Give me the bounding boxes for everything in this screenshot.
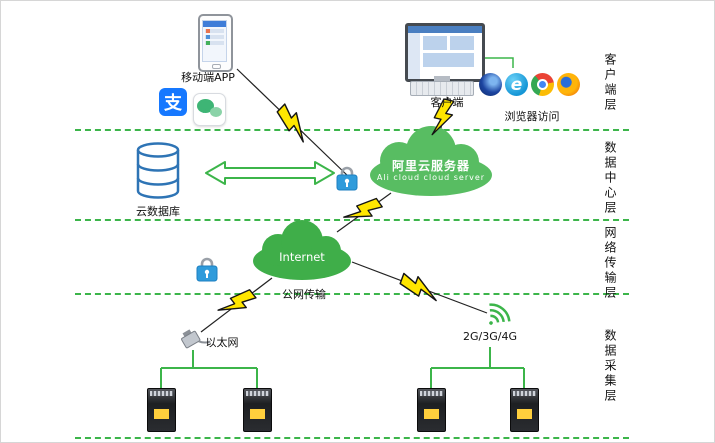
cellular-label: 2G/3G/4G [463,330,517,343]
desktop-monitor-icon [405,23,485,82]
ethernet-plug-icon [181,329,211,349]
monitor-screen-sidebar [408,33,420,79]
layer-label-datacenter: 数据中心层 [603,141,617,216]
keyboard-icon [410,81,474,96]
ali-cloud-title: 阿里云服务器 [391,159,470,173]
layer-divider-1 [75,129,629,131]
ali-cloud-subtitle: Ali cloud cloud server [376,173,486,182]
monitor-screen-panel [423,36,447,50]
internet-explorer-icon: e [505,73,528,96]
wechat-bubble-large [197,99,214,113]
alipay-glyph: 支 [164,93,182,114]
wechat-icon [193,93,226,126]
navy-browser-icon [479,73,502,96]
phone-home-button [211,64,221,69]
wechat-bubble-small [210,107,222,117]
browser-access-label: 浏览器访问 [504,110,560,123]
phone-screen-header [203,21,226,27]
device-dtu-4 [510,388,539,432]
chrome-icon [531,73,554,96]
phone-screen-row [205,29,224,33]
layer-label-client: 客户端层 [603,53,617,113]
lock-icon-cloudserver [335,166,359,192]
database-icon [136,142,180,199]
lock-icon-internet [195,257,219,283]
layer-divider-4 [75,437,629,439]
layer-divider-3 [75,293,629,295]
phone-screen-row [205,35,224,39]
public-network-label: 公网传输 [282,288,326,301]
lightning-bolt-internet-ethernet [216,285,258,323]
wifi-icon [489,303,511,325]
monitor-screen-panel [423,53,474,67]
device-dtu-1 [147,388,176,432]
monitor-stand [434,76,450,82]
phone-screen [202,20,227,62]
mobile-app-label: 移动端APP [181,71,235,84]
lightning-bolt-server-internet [342,193,384,231]
internet-label: Internet [279,250,325,264]
lightning-bolt-internet-cellular [397,271,443,303]
internet-cloud-shape [253,220,351,280]
alipay-icon: 支 [159,88,187,116]
ethernet-label: 以太网 [205,336,239,349]
ie-glyph: e [510,74,523,95]
layer-divider-2 [75,219,629,221]
phone-screen-row [205,41,224,45]
monitor-screen-panel [450,36,474,50]
firefox-icon [557,73,580,96]
cloud-database-label: 云数据库 [136,205,180,218]
layer-label-network: 网络传输层 [603,226,617,301]
sync-double-arrow [205,161,335,185]
layer-label-collection: 数据采集层 [603,329,617,404]
ali-cloud-shape [370,126,492,196]
device-tree-lines [160,347,525,389]
device-dtu-3 [417,388,446,432]
device-dtu-2 [243,388,272,432]
monitor-screen-header [408,26,482,33]
client-label: 客户端 [430,96,464,109]
line-client-to-browsers [479,57,514,68]
smartphone-icon [198,14,233,72]
